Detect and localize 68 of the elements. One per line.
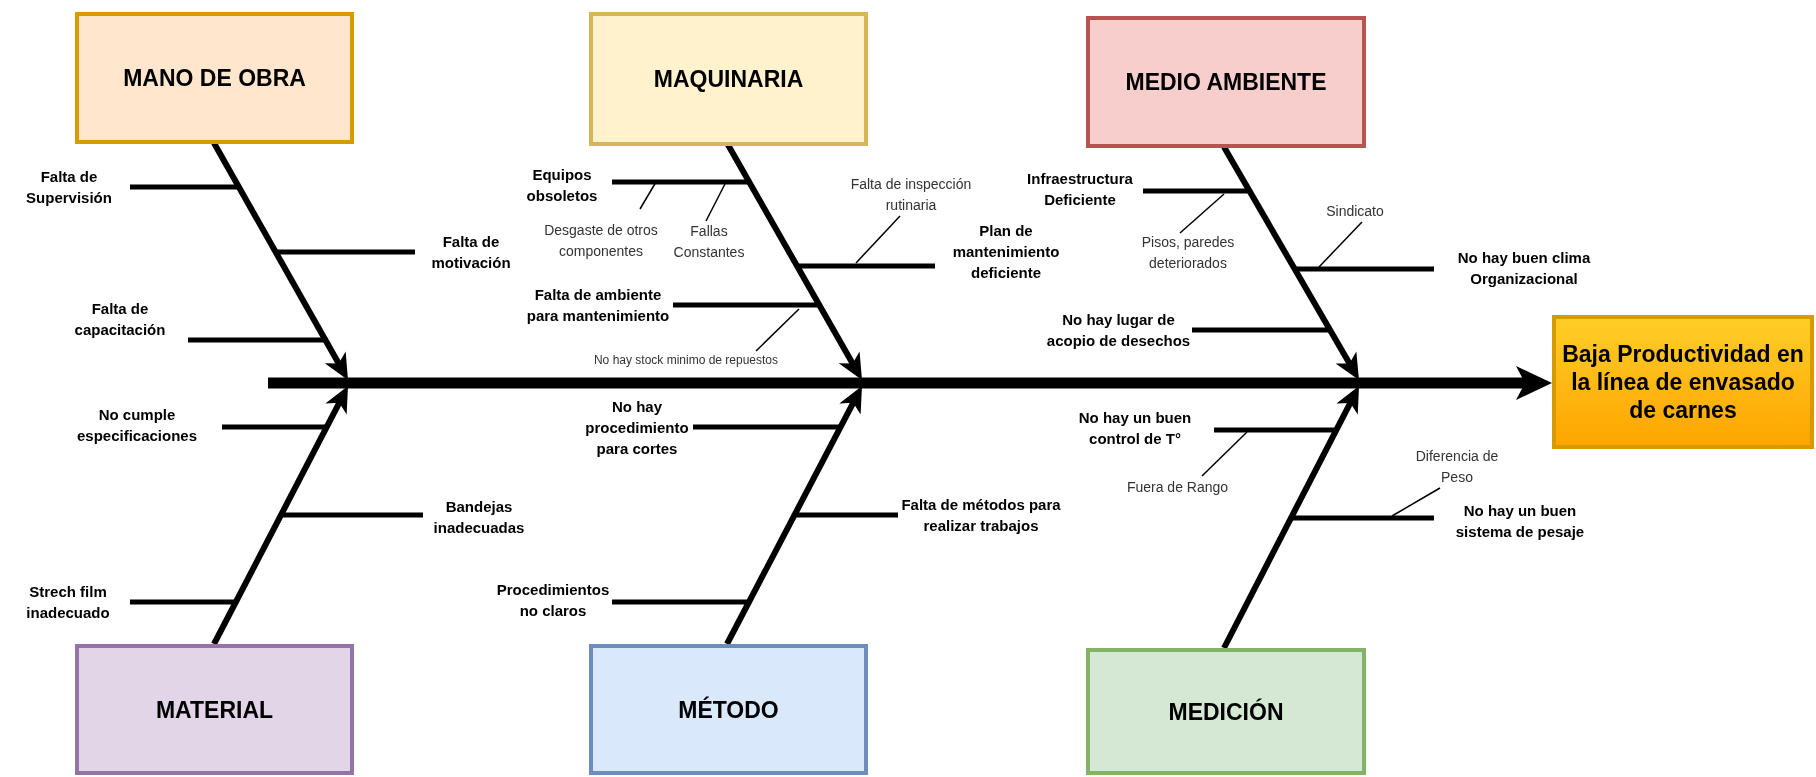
- cause-label: No hay procedimiento para cortes: [581, 395, 693, 459]
- cause-label: No hay lugar de acopio de desechos: [1045, 309, 1192, 351]
- cause-label: No hay buen clima Organizacional: [1434, 247, 1614, 289]
- leader-line: [705, 181, 727, 222]
- branch-line: [1192, 327, 1330, 333]
- cause-label: No hay un buen control de T°: [1056, 407, 1214, 449]
- cause-label: Falta de métodos para realizar trabajos: [895, 494, 1067, 536]
- cause-label: Bandejas inadecuadas: [423, 496, 535, 538]
- cause-label: Plan de mantenimiento deficiente: [935, 219, 1077, 283]
- sub-cause-label: Fuera de Rango: [1105, 476, 1250, 498]
- category-label: MÉTODO: [678, 695, 779, 724]
- leader-line: [855, 215, 901, 264]
- sub-cause-label: Fallas Constantes: [672, 221, 746, 263]
- leader-line: [1391, 487, 1441, 517]
- leader-line: [1179, 193, 1225, 234]
- leader-line: [639, 181, 657, 210]
- branch-line: [1290, 515, 1434, 521]
- category-label: MANO DE OBRA: [123, 64, 306, 92]
- sub-cause-label: Falta de inspección rutinaria: [846, 174, 976, 216]
- branch-line: [1295, 266, 1434, 272]
- branch-line: [281, 512, 423, 518]
- cause-label: Procedimientos no claros: [494, 579, 612, 621]
- category-box: [75, 12, 354, 144]
- sub-cause-label: Sindicato: [1310, 200, 1400, 222]
- category-label: MAQUINARIA: [653, 65, 804, 93]
- sub-cause-label: Diferencia de Peso: [1407, 446, 1507, 488]
- category-box: [75, 644, 354, 775]
- branch-line: [794, 512, 898, 518]
- cause-label: Equipos obsoletos: [512, 164, 612, 206]
- branch-line: [673, 302, 819, 308]
- branch-line: [130, 599, 235, 605]
- effect-label: Baja Productividad en la línea de envasado de carnes: [1561, 340, 1805, 424]
- cause-label: Strech film inadecuado: [6, 581, 130, 623]
- cause-label: Falta de motivación: [415, 231, 527, 273]
- cause-label: Infraestructura Deficiente: [1010, 168, 1150, 210]
- branch-line: [612, 179, 749, 185]
- category-box: [1086, 16, 1366, 148]
- spine-arrow: [268, 366, 1552, 400]
- cause-label: No hay un buen sistema de pesaje: [1434, 500, 1606, 542]
- category-label: MEDICIÓN: [1168, 697, 1284, 726]
- branch-line: [188, 337, 325, 343]
- cause-label: Falta de Supervisión: [8, 166, 130, 208]
- branch-line: [797, 263, 935, 269]
- branch-line: [1214, 427, 1336, 433]
- bone-arrow: [211, 386, 348, 646]
- cause-label: Falta de ambiente para mantenimiento: [523, 284, 673, 326]
- branch-line: [612, 599, 749, 605]
- bone-arrow: [724, 386, 862, 646]
- branch-line: [222, 424, 327, 430]
- branch-line: [1143, 188, 1249, 194]
- sub-cause-label: No hay stock minimo de repuestos: [580, 351, 792, 369]
- category-box: [589, 12, 868, 146]
- category-box: [589, 644, 868, 775]
- branch-line: [693, 424, 840, 430]
- category-label: MEDIO AMBIENTE: [1125, 68, 1327, 96]
- category-box: [1086, 648, 1366, 775]
- category-label: MATERIAL: [155, 695, 274, 724]
- cause-label: No cumple especificaciones: [52, 404, 222, 446]
- branch-line: [276, 249, 415, 255]
- leader-line: [1201, 431, 1248, 477]
- leader-line: [1318, 221, 1363, 268]
- branch-line: [130, 184, 239, 190]
- cause-label: Falta de capacitación: [52, 298, 188, 340]
- leader-line: [755, 308, 800, 352]
- sub-cause-label: Desgaste de otros componentes: [540, 209, 662, 273]
- bone-arrow: [1221, 386, 1359, 650]
- sub-cause-label: Pisos, paredes deteriorados: [1118, 233, 1258, 273]
- effect-box: [1552, 315, 1814, 449]
